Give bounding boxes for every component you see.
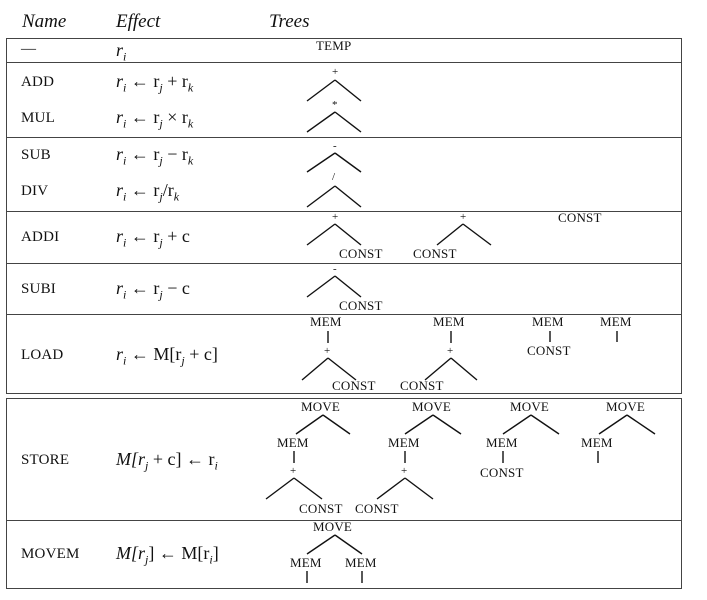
row-name-load: LOAD bbox=[21, 347, 64, 363]
node-load-mem-2: MEM bbox=[433, 314, 465, 329]
row-effect-sub: ri ← rj − rk bbox=[116, 144, 194, 168]
row-name-div: DIV bbox=[21, 183, 49, 199]
node-sub-op: - bbox=[333, 140, 337, 152]
node-store-op-1: + bbox=[290, 465, 297, 477]
node-load-const-2: CONST bbox=[400, 378, 444, 393]
row-effect-store: M[rj + c] ← ri bbox=[116, 449, 218, 473]
node-load-const-3: CONST bbox=[527, 343, 571, 358]
row-name-addi: ADDI bbox=[21, 229, 60, 245]
node-addi-op-2: + bbox=[460, 211, 467, 223]
row-effect-div: ri ← rj/rk bbox=[116, 180, 180, 204]
node-addi-op-1: + bbox=[332, 211, 339, 223]
node-movem-move: MOVE bbox=[313, 519, 353, 534]
header-name: Name bbox=[22, 11, 67, 32]
row-effect-movem: M[rj] ← M[ri] bbox=[116, 543, 219, 567]
node-movem-mem-1: MEM bbox=[290, 555, 322, 570]
node-store-move-2: MOVE bbox=[412, 399, 452, 414]
node-subi-op: - bbox=[333, 263, 337, 275]
header-effect: Effect bbox=[116, 11, 161, 32]
row-name-subi: SUBI bbox=[21, 281, 56, 297]
node-store-const-1: CONST bbox=[299, 501, 343, 516]
node-load-mem-1: MEM bbox=[310, 314, 342, 329]
node-addi-const-3: CONST bbox=[558, 210, 602, 225]
row-effect-subi: ri ← rj − c bbox=[116, 278, 190, 302]
node-load-op-1: + bbox=[324, 345, 331, 357]
node-temp: TEMP bbox=[316, 38, 352, 53]
node-store-move-1: MOVE bbox=[301, 399, 341, 414]
group-movem bbox=[6, 520, 682, 589]
row-name-mul: MUL bbox=[21, 110, 55, 126]
node-addi-const-1: CONST bbox=[339, 246, 383, 261]
node-store-const-2: CONST bbox=[355, 501, 399, 516]
row-name-add: ADD bbox=[21, 74, 55, 90]
row-name-store: STORE bbox=[21, 452, 70, 468]
node-addi-const-2: CONST bbox=[413, 246, 457, 261]
node-store-mem-4: MEM bbox=[581, 435, 613, 450]
node-load-const-1: CONST bbox=[332, 378, 376, 393]
node-store-mem-1: MEM bbox=[277, 435, 309, 450]
row-effect-mul: ri ← rj × rk bbox=[116, 107, 194, 131]
header-trees: Trees bbox=[269, 11, 310, 32]
row-effect-load: ri ← M[rj + c] bbox=[116, 344, 218, 368]
group-load bbox=[6, 314, 682, 394]
row-effect-add: ri ← rj + rk bbox=[116, 71, 194, 95]
row-name-temp: — bbox=[21, 41, 37, 57]
node-store-mem-2: MEM bbox=[388, 435, 420, 450]
node-div-op: / bbox=[332, 171, 336, 183]
node-store-mem-3: MEM bbox=[486, 435, 518, 450]
node-load-mem-3: MEM bbox=[532, 314, 564, 329]
row-name-sub: SUB bbox=[21, 147, 51, 163]
node-store-op-2: + bbox=[401, 465, 408, 477]
node-add-op: + bbox=[332, 66, 339, 78]
node-store-move-3: MOVE bbox=[510, 399, 550, 414]
node-load-op-2: + bbox=[447, 345, 454, 357]
row-name-movem: MOVEM bbox=[21, 546, 80, 562]
node-mul-op: * bbox=[332, 99, 338, 111]
node-load-mem-4: MEM bbox=[600, 314, 632, 329]
node-store-move-4: MOVE bbox=[606, 399, 646, 414]
node-store-const-3: CONST bbox=[480, 465, 524, 480]
row-effect-addi: ri ← rj + c bbox=[116, 226, 190, 250]
row-effect-temp: ri bbox=[116, 40, 127, 64]
node-subi-const: CONST bbox=[339, 298, 383, 313]
node-movem-mem-2: MEM bbox=[345, 555, 377, 570]
